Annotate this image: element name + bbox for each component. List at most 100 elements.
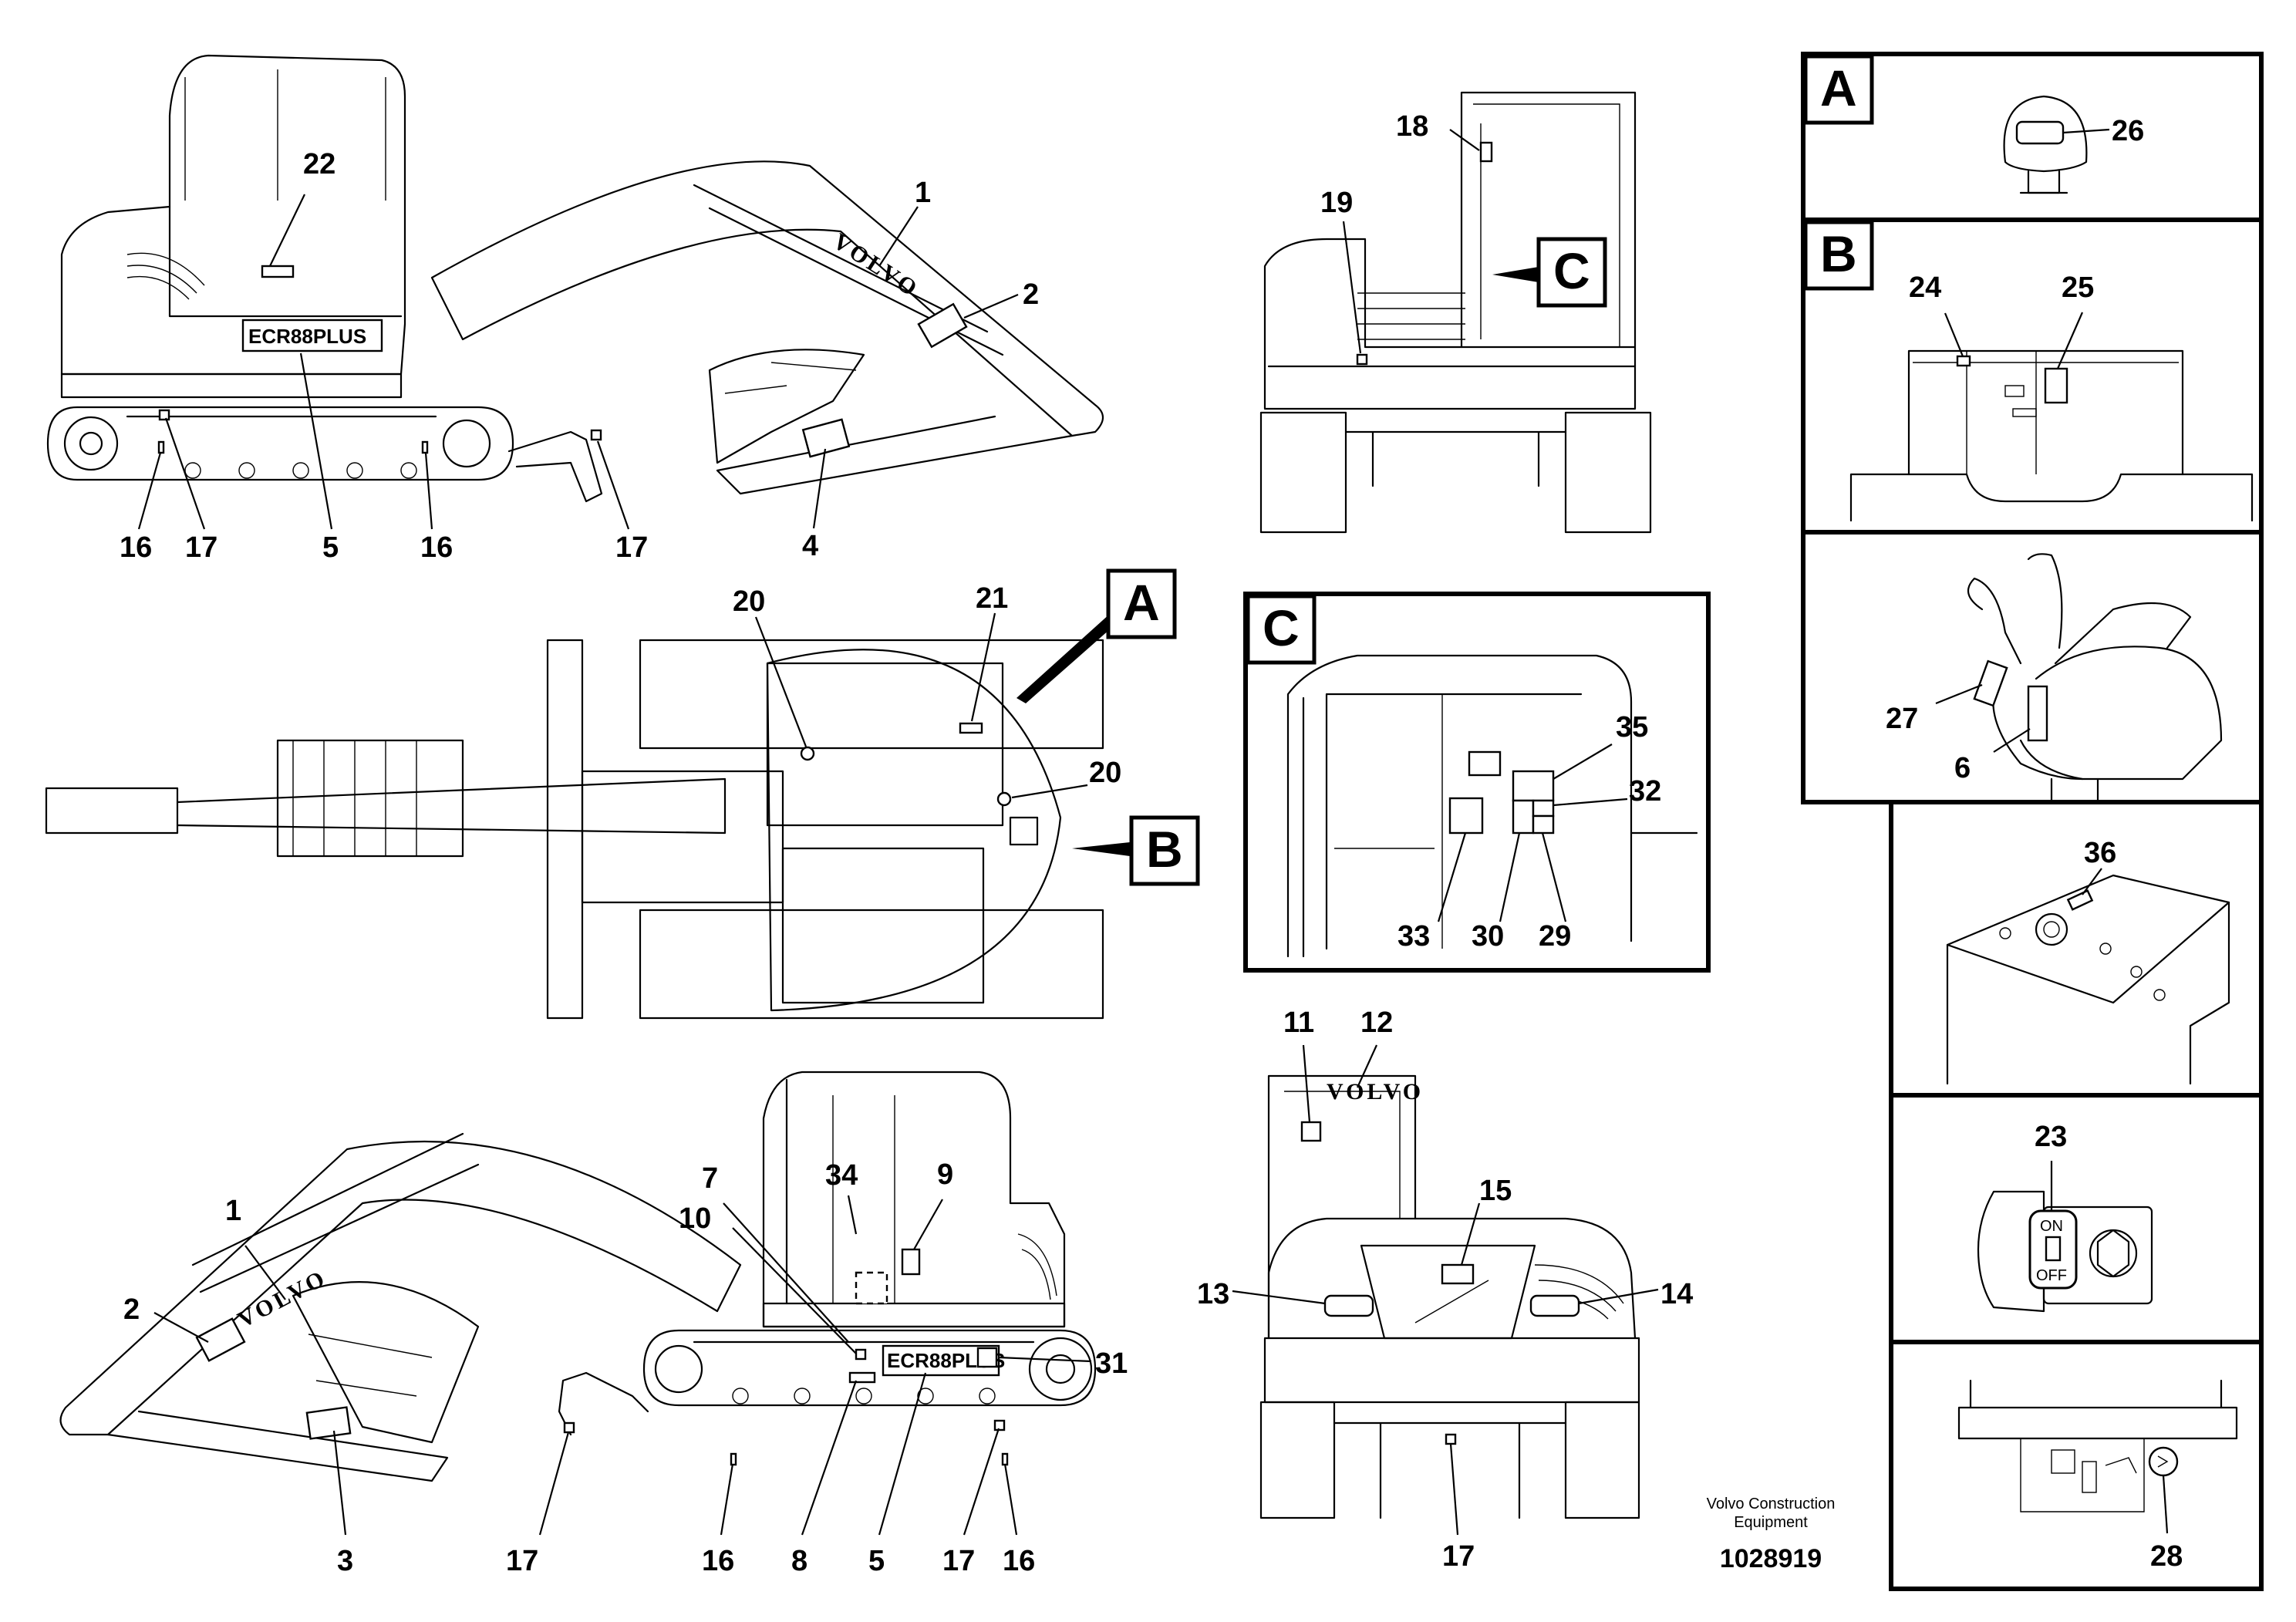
detail-column-bottom: 36 ON OFF 23 28 bbox=[1889, 800, 2264, 1591]
detail-column-top: A 26 B 24 25 27 6 bbox=[1801, 52, 2264, 804]
decal-36-placeholder bbox=[1468, 750, 1502, 777]
decal-15 bbox=[1441, 1263, 1475, 1285]
callout-15: 15 bbox=[1479, 1175, 1512, 1207]
side-view-left: ECR88PLUS VOLVO 22 1 2 4 5 17 16 16 17 bbox=[46, 54, 1104, 564]
callout-20: 20 bbox=[733, 585, 765, 618]
front-view: C 18 19 bbox=[1259, 91, 1652, 534]
callout-5: 5 bbox=[322, 531, 339, 564]
model-text: ECR88PLUS bbox=[248, 325, 366, 348]
decal-17 bbox=[993, 1419, 1006, 1431]
switch-toggle-icon bbox=[2045, 1236, 2062, 1262]
decal-36 bbox=[2066, 889, 2094, 911]
document-number: 1028919 bbox=[1720, 1544, 1822, 1573]
rear-view: VOLVO 11 12 15 13 14 17 bbox=[1197, 1007, 1693, 1573]
callout-9: 9 bbox=[937, 1158, 953, 1191]
callout-12: 12 bbox=[1360, 1007, 1393, 1039]
detail-box-c-tag bbox=[1536, 237, 1607, 308]
decal-11 bbox=[1300, 1121, 1322, 1142]
callout-1: 1 bbox=[915, 177, 931, 209]
callout-4: 4 bbox=[802, 530, 818, 562]
decal-13 bbox=[1323, 1294, 1374, 1317]
callout-26: 26 bbox=[2112, 115, 2144, 147]
footer-company-line2: Equipment bbox=[1734, 1514, 1808, 1531]
callout-7: 7 bbox=[702, 1162, 718, 1195]
detail-a-corner-label: A bbox=[1820, 59, 1857, 116]
callout-16: 16 bbox=[1003, 1545, 1035, 1577]
detail-column-top-frame bbox=[1801, 52, 2264, 804]
decal-16 bbox=[157, 440, 165, 454]
decal-24 bbox=[1956, 355, 1971, 367]
top-view: A B 20 21 20 bbox=[45, 568, 1200, 1020]
decal-3 bbox=[305, 1406, 352, 1440]
callout-16: 16 bbox=[120, 531, 152, 564]
callout-33: 33 bbox=[1397, 920, 1430, 953]
decal-19 bbox=[1356, 353, 1368, 366]
callout-2: 2 bbox=[123, 1293, 140, 1326]
callout-24: 24 bbox=[1909, 271, 1941, 304]
decal-28 bbox=[2148, 1446, 2179, 1477]
brand-text: VOLVO bbox=[1327, 1079, 1424, 1104]
decal-29 bbox=[1532, 814, 1555, 835]
decal-17 bbox=[563, 1421, 575, 1434]
detail-a-corner-tag bbox=[1803, 54, 1874, 125]
switch-on-label: ON bbox=[2040, 1218, 2063, 1235]
callout-22: 22 bbox=[303, 148, 335, 180]
decal-2 bbox=[917, 302, 968, 349]
detail-box-a-tag bbox=[1106, 568, 1177, 639]
decal-18 bbox=[1479, 141, 1493, 163]
decal-17 bbox=[1445, 1433, 1457, 1445]
decal-21 bbox=[959, 722, 983, 734]
callout-5: 5 bbox=[868, 1545, 885, 1577]
callout-11: 11 bbox=[1283, 1007, 1314, 1039]
callout-14: 14 bbox=[1660, 1278, 1693, 1310]
callout-17: 17 bbox=[615, 531, 648, 564]
footer: Volvo Construction Equipment 1028919 bbox=[1707, 1496, 1836, 1573]
switch-off-label: OFF bbox=[2036, 1267, 2067, 1284]
decal-2 bbox=[195, 1317, 246, 1362]
callout-18: 18 bbox=[1396, 110, 1428, 143]
callout-17: 17 bbox=[942, 1545, 975, 1577]
detail-b-corner-tag bbox=[1803, 220, 1874, 291]
callout-16: 16 bbox=[702, 1545, 734, 1577]
detail-c-panel: C 35 32 33 30 29 bbox=[1243, 592, 1711, 973]
callout-17: 17 bbox=[1442, 1540, 1475, 1573]
decal-10 bbox=[855, 1348, 867, 1361]
decal-20 bbox=[996, 791, 1012, 807]
callout-20: 20 bbox=[1089, 757, 1121, 789]
callout-21: 21 bbox=[976, 582, 1008, 615]
callout-16: 16 bbox=[420, 531, 453, 564]
callout-30: 30 bbox=[1472, 920, 1504, 953]
callout-1: 1 bbox=[225, 1195, 241, 1227]
footer-company-line1: Volvo Construction bbox=[1707, 1496, 1836, 1512]
callout-36: 36 bbox=[2084, 837, 2116, 869]
callout-29: 29 bbox=[1539, 920, 1571, 953]
decal-16 bbox=[421, 440, 429, 454]
decal-7 bbox=[855, 1271, 888, 1305]
decal-27 bbox=[1973, 659, 2008, 707]
decal-8 bbox=[848, 1371, 876, 1384]
callout-28: 28 bbox=[2150, 1540, 2183, 1573]
decal-4 bbox=[801, 418, 851, 458]
decal-26 bbox=[2015, 120, 2065, 145]
decal-20 bbox=[800, 746, 815, 761]
detail-c-corner-label: C bbox=[1263, 599, 1300, 656]
decal-16 bbox=[730, 1452, 737, 1466]
decal-17 bbox=[590, 429, 602, 441]
decal-35 bbox=[1512, 770, 1555, 802]
decal-33 bbox=[1448, 797, 1484, 835]
callout-34: 34 bbox=[825, 1159, 858, 1192]
decal-17 bbox=[158, 409, 170, 421]
callout-13: 13 bbox=[1197, 1278, 1229, 1310]
callout-10: 10 bbox=[679, 1202, 711, 1235]
callout-3: 3 bbox=[337, 1545, 353, 1577]
callout-19: 19 bbox=[1320, 187, 1353, 219]
callout-25: 25 bbox=[2062, 271, 2094, 304]
decal-31 bbox=[976, 1347, 998, 1368]
callout-2: 2 bbox=[1023, 278, 1039, 311]
decal-30 bbox=[1512, 799, 1535, 835]
decal-5-model-plate bbox=[241, 319, 383, 352]
callout-35: 35 bbox=[1616, 711, 1648, 744]
callout-17: 17 bbox=[185, 531, 217, 564]
callout-23: 23 bbox=[2035, 1121, 2067, 1153]
